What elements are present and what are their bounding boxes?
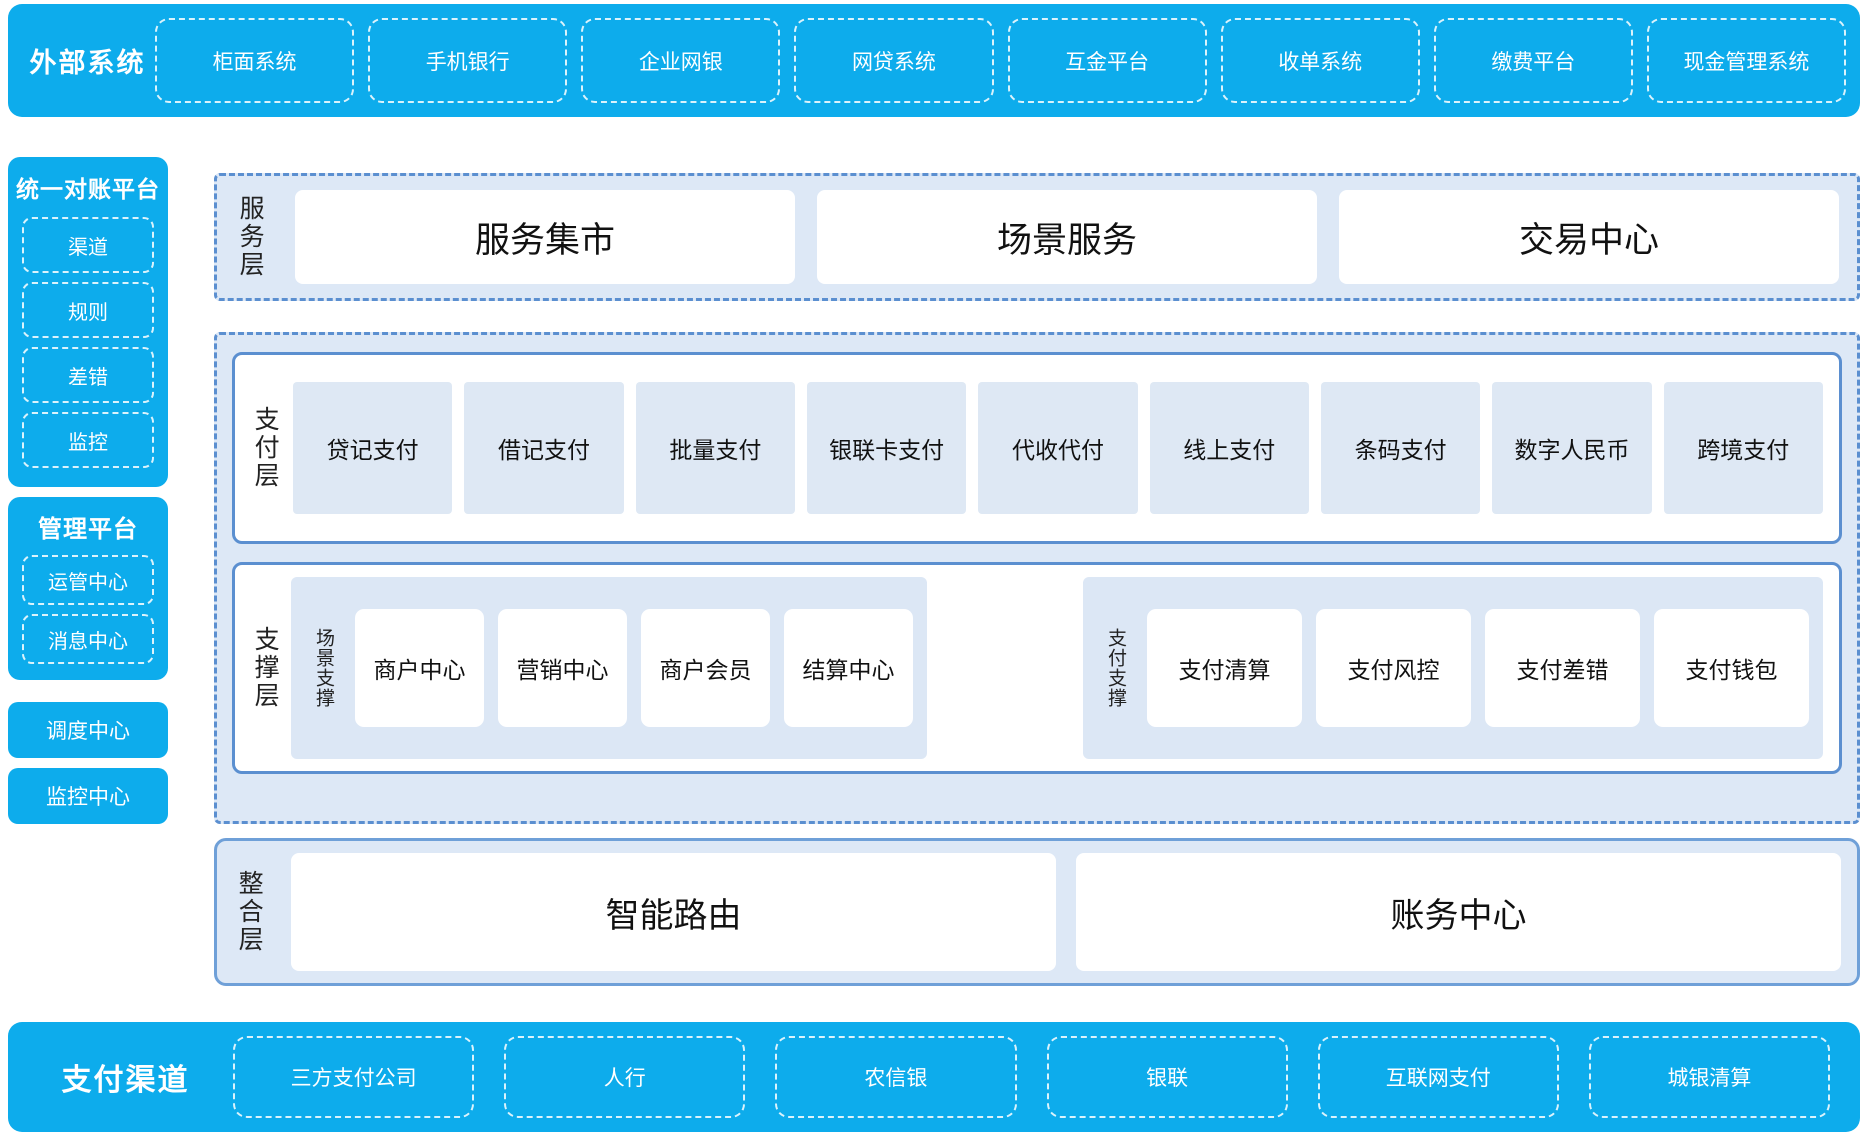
support-item-payment-clearing[interactable]: 支付清算: [1147, 609, 1302, 727]
monitoring-center-card[interactable]: 监控中心: [8, 768, 168, 824]
scenario-support-group: 场景支撑 商户中心 营销中心 商户会员 结算中心: [291, 577, 927, 759]
support-item-merchant-center[interactable]: 商户中心: [355, 609, 484, 727]
payment-item-debit[interactable]: 借记支付: [464, 382, 624, 514]
payment-channels-list: 三方支付公司 人行 农信银 银联 互联网支付 城银清算: [233, 1022, 1860, 1132]
support-item-payment-wallet[interactable]: 支付钱包: [1654, 609, 1809, 727]
scenario-support-label: 场景支撑: [312, 628, 334, 708]
service-item-transaction[interactable]: 交易中心: [1339, 190, 1839, 284]
service-layer-row: 服务层 服务集市 场景服务 交易中心: [217, 176, 1857, 298]
support-layer-label: 支撑层: [251, 626, 280, 710]
external-system-item[interactable]: 缴费平台: [1433, 18, 1633, 103]
external-systems-bar: 外部系统 柜面系统 手机银行 企业网银 网贷系统 互金平台 收单系统 缴费平台 …: [8, 4, 1860, 117]
integration-layer-label: 整合层: [235, 870, 264, 954]
support-item-settlement-center[interactable]: 结算中心: [784, 609, 913, 727]
payment-item-credit[interactable]: 贷记支付: [293, 382, 453, 514]
payment-item-unionpay-card[interactable]: 银联卡支付: [806, 382, 967, 514]
payment-channels-title: 支付渠道: [61, 1064, 190, 1097]
payment-support-group: 支付支撑 支付清算 支付风控 支付差错 支付钱包: [1083, 577, 1823, 759]
support-layer-groups: 场景支撑 商户中心 营销中心 商户会员 结算中心 支付支撑 支付清算 支付风控 …: [291, 577, 1823, 759]
reconciliation-item-rule[interactable]: 规则: [22, 282, 154, 338]
integration-item-accounting-center[interactable]: 账务中心: [1076, 853, 1841, 971]
service-item-marketplace[interactable]: 服务集市: [295, 190, 795, 284]
payment-channels-bar: 支付渠道 三方支付公司 人行 农信银 银联 互联网支付 城银清算: [8, 1022, 1860, 1132]
payment-channel-item[interactable]: 农信银: [775, 1036, 1017, 1118]
management-platform-card: 管理平台 运管中心 消息中心: [8, 497, 168, 680]
payment-item-collection-payment[interactable]: 代收代付: [978, 382, 1138, 514]
management-platform-title: 管理平台: [38, 515, 138, 543]
payment-channel-item[interactable]: 城银清算: [1588, 1036, 1831, 1118]
management-item-message[interactable]: 消息中心: [22, 614, 154, 664]
support-item-merchant-member[interactable]: 商户会员: [641, 609, 770, 727]
service-item-scenario[interactable]: 场景服务: [817, 190, 1317, 284]
support-item-payment-error[interactable]: 支付差错: [1485, 609, 1640, 727]
reconciliation-platform-title: 统一对账平台: [16, 176, 160, 202]
payment-item-barcode[interactable]: 条码支付: [1320, 382, 1481, 514]
service-layer-label: 服务层: [236, 195, 265, 279]
payment-support-label: 支付支撑: [1104, 628, 1126, 708]
external-system-item[interactable]: 企业网银: [581, 18, 781, 103]
payment-item-digital-rmb[interactable]: 数字人民币: [1492, 382, 1652, 514]
scheduling-center-card[interactable]: 调度中心: [8, 702, 168, 758]
payment-layer-card: 支付层 贷记支付 借记支付 批量支付 银联卡支付 代收代付 线上支付 条码支付 …: [232, 352, 1842, 544]
external-systems-title: 外部系统: [29, 48, 146, 78]
external-system-item[interactable]: 互金平台: [1007, 18, 1207, 103]
external-system-item[interactable]: 现金管理系统: [1646, 18, 1846, 103]
external-system-item[interactable]: 网贷系统: [794, 18, 994, 103]
external-system-item[interactable]: 柜面系统: [155, 18, 355, 103]
payment-item-online[interactable]: 线上支付: [1149, 382, 1309, 514]
payment-item-cross-border[interactable]: 跨境支付: [1663, 382, 1823, 514]
integration-item-smart-routing[interactable]: 智能路由: [291, 853, 1056, 971]
management-item-operations[interactable]: 运管中心: [22, 555, 154, 605]
integration-layer-panel: 整合层 智能路由 账务中心: [214, 838, 1860, 986]
payment-channel-item[interactable]: 人行: [504, 1036, 746, 1118]
reconciliation-platform-card: 统一对账平台 渠道 规则 差错 监控: [8, 157, 168, 487]
reconciliation-item-monitor[interactable]: 监控: [22, 412, 154, 468]
external-system-item[interactable]: 手机银行: [368, 18, 568, 103]
payment-layer-label: 支付层: [251, 406, 280, 490]
payment-item-batch[interactable]: 批量支付: [635, 382, 795, 514]
payment-channel-item[interactable]: 互联网支付: [1317, 1036, 1559, 1118]
reconciliation-item-error[interactable]: 差错: [22, 347, 154, 403]
support-layer-card: 支撑层 场景支撑 商户中心 营销中心 商户会员 结算中心 支付支撑 支付清算 支…: [232, 562, 1842, 774]
service-layer-panel: 服务层 服务集市 场景服务 交易中心: [214, 173, 1860, 301]
support-item-payment-riskcontrol[interactable]: 支付风控: [1316, 609, 1471, 727]
external-system-item[interactable]: 收单系统: [1220, 18, 1420, 103]
reconciliation-item-channel[interactable]: 渠道: [22, 217, 154, 273]
payment-channel-item[interactable]: 三方支付公司: [233, 1036, 475, 1118]
payment-channel-item[interactable]: 银联: [1046, 1036, 1288, 1118]
payment-layer-row: 贷记支付 借记支付 批量支付 银联卡支付 代收代付 线上支付 条码支付 数字人民…: [293, 382, 1823, 514]
support-item-marketing-center[interactable]: 营销中心: [498, 609, 627, 727]
external-systems-list: 柜面系统 手机银行 企业网银 网贷系统 互金平台 收单系统 缴费平台 现金管理系…: [155, 4, 1860, 117]
